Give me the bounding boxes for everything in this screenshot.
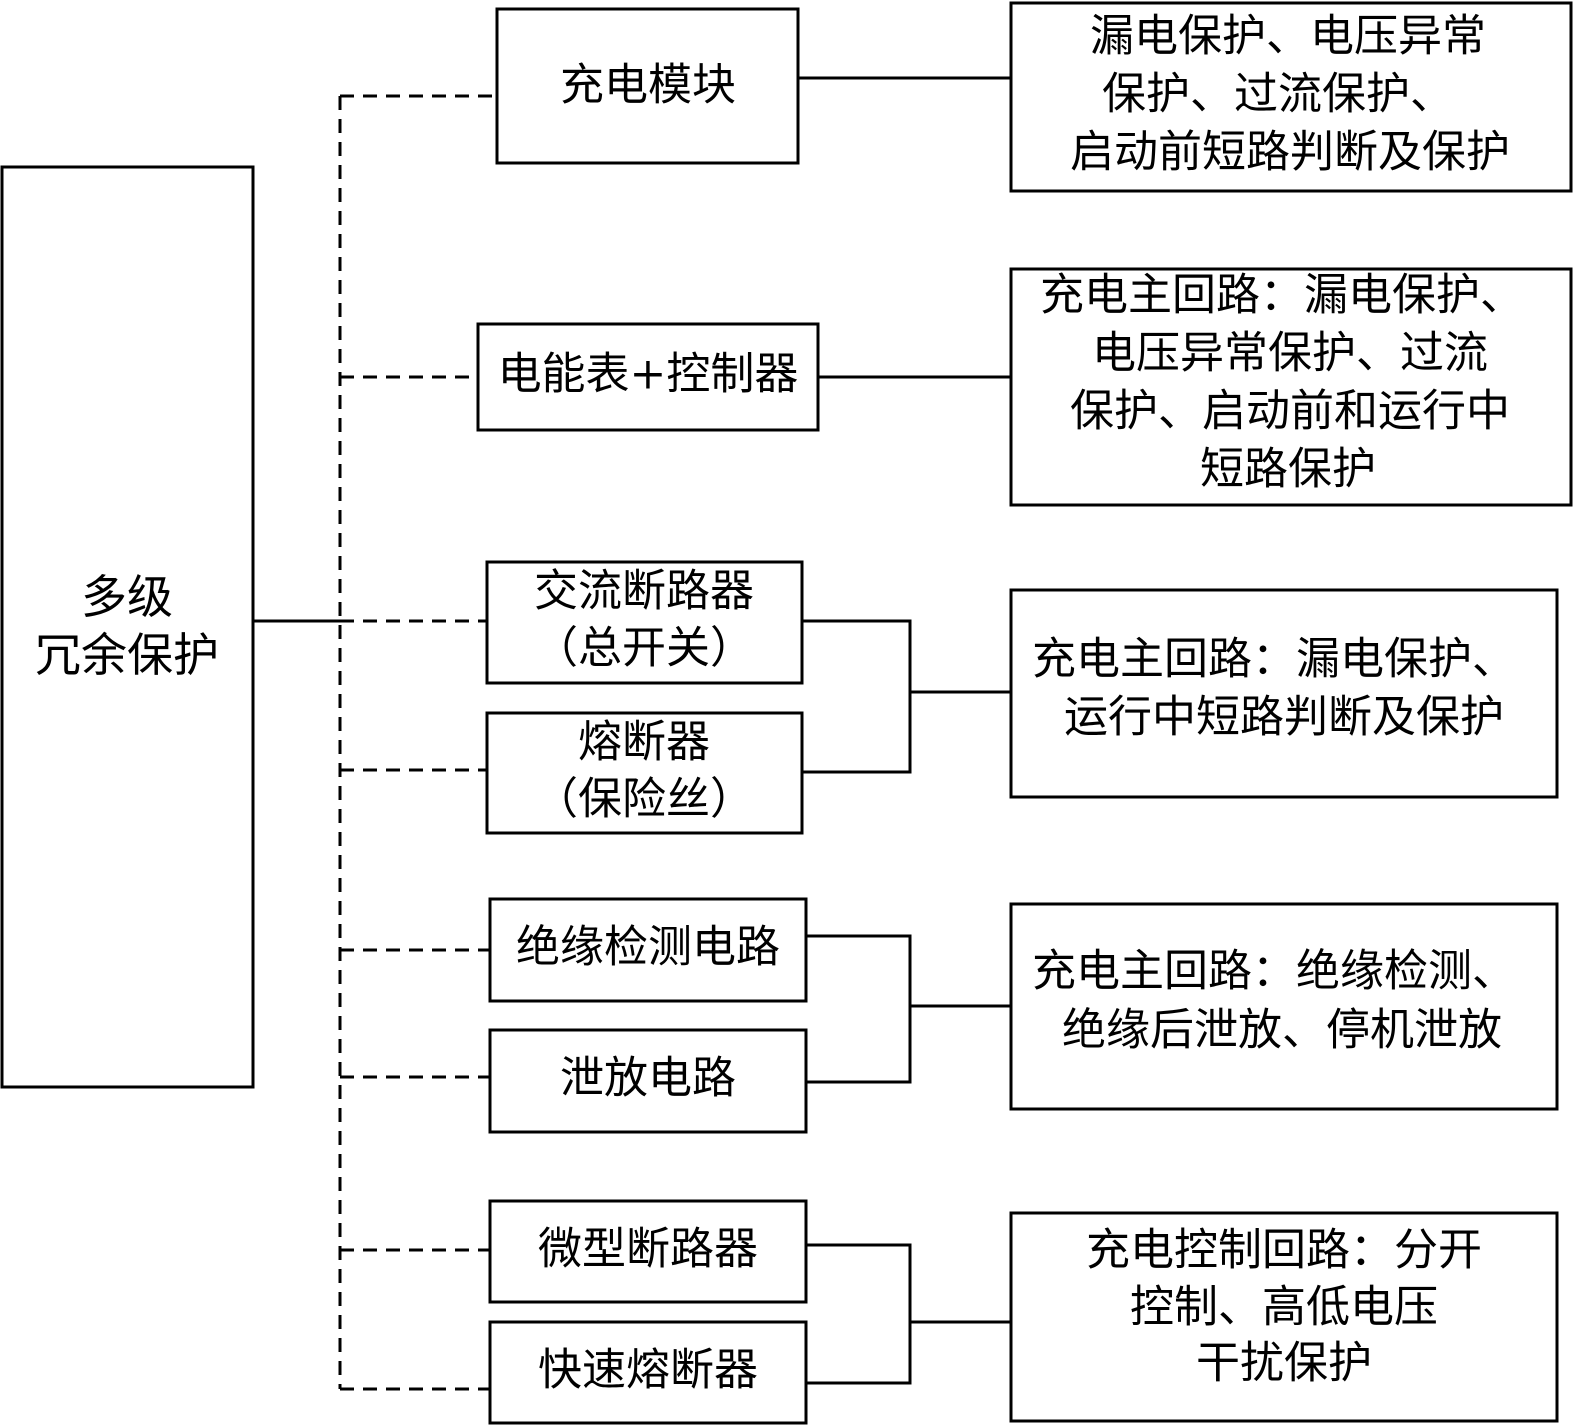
ac-breaker-box (485, 560, 804, 685)
insulation-detection-label: 绝缘检测电路 (516, 922, 780, 973)
discharge-circuit-box (488, 1028, 808, 1134)
root-label-line-2: 冗余保护 (35, 628, 219, 682)
function-f5-line-2: 控制、高低电压 (1130, 1282, 1438, 1333)
function-f2: 充电主回路：漏电保护、 电压异常保护、过流 保护、启动前和运行中 短路保护 (1009, 267, 1573, 507)
function-f5-box (1009, 1211, 1559, 1423)
function-f1-line-2: 保护、过流保护、 (1102, 69, 1454, 120)
ac-breaker-label-line-1: 交流断路器 (534, 566, 754, 617)
meter-controller-label: 电能表+控制器 (498, 349, 799, 400)
micro-breaker-box (488, 1199, 808, 1304)
charging-module-box (495, 7, 800, 165)
function-f5-line-3: 干扰保护 (1196, 1338, 1372, 1389)
function-f2-line-2: 电压异常保护、过流 (1092, 328, 1488, 379)
component-micro-breaker: 微型断路器 (488, 1199, 808, 1304)
root-box (0, 165, 255, 1089)
function-f1-box (1009, 1, 1573, 193)
fuse-box (485, 711, 804, 835)
discharge-circuit-label: 泄放电路 (560, 1053, 736, 1104)
function-f1-line-3: 启动前短路判断及保护 (1070, 127, 1510, 178)
component-discharge-circuit: 泄放电路 (488, 1028, 808, 1134)
component-charging-module: 充电模块 (495, 7, 800, 165)
bracket-f3 (802, 619, 912, 774)
function-f4-line-2: 绝缘后泄放、停机泄放 (1062, 1005, 1502, 1056)
function-f3: 充电主回路：漏电保护、 运行中短路判断及保护 (1009, 588, 1559, 799)
function-f3-line-1: 充电主回路：漏电保护、 (1032, 634, 1516, 685)
function-f2-line-4: 短路保护 (1200, 444, 1376, 495)
function-f2-box (1009, 267, 1573, 507)
fast-fuse-label: 快速熔断器 (538, 1345, 758, 1396)
function-f1-line-1: 漏电保护、电压异常 (1090, 11, 1486, 62)
function-f2-line-3: 保护、启动前和运行中 (1070, 386, 1510, 437)
fuse-label-line-1: 熔断器 (578, 717, 710, 768)
function-f2-line-1: 充电主回路：漏电保护、 (1040, 270, 1524, 321)
component-ac-breaker: 交流断路器 （总开关） (485, 560, 804, 685)
function-f5: 充电控制回路：分开 控制、高低电压 干扰保护 (1009, 1211, 1559, 1423)
component-fuse: 熔断器 （保险丝） (485, 711, 804, 835)
bracket-f4 (806, 934, 912, 1084)
function-f4-box (1009, 902, 1559, 1111)
meter-controller-box (476, 322, 820, 432)
ac-breaker-label-line-2: （总开关） (534, 623, 754, 674)
fast-fuse-box (488, 1320, 808, 1425)
component-insulation-detection: 绝缘检测电路 (488, 897, 808, 1003)
charging-module-label: 充电模块 (560, 60, 736, 111)
function-f3-line-2: 运行中短路判断及保护 (1064, 692, 1504, 743)
root-node: 多级 冗余保护 (0, 165, 255, 1089)
component-fast-fuse: 快速熔断器 (488, 1320, 808, 1425)
function-f1: 漏电保护、电压异常 保护、过流保护、 启动前短路判断及保护 (1009, 1, 1573, 193)
fuse-label-line-2: （保险丝） (534, 774, 754, 825)
function-f5-line-1: 充电控制回路：分开 (1086, 1225, 1482, 1276)
dashed-connectors (338, 94, 497, 1391)
insulation-detection-box (488, 897, 808, 1003)
function-f4: 充电主回路：绝缘检测、 绝缘后泄放、停机泄放 (1009, 902, 1559, 1111)
micro-breaker-label: 微型断路器 (538, 1224, 758, 1275)
bracket-f5 (806, 1243, 912, 1385)
root-label-line-1: 多级 (81, 570, 173, 624)
function-f3-box (1009, 588, 1559, 799)
function-f4-line-1: 充电主回路：绝缘检测、 (1032, 946, 1516, 997)
solid-connectors (798, 76, 1011, 1385)
component-meter-controller: 电能表+控制器 (476, 322, 820, 432)
